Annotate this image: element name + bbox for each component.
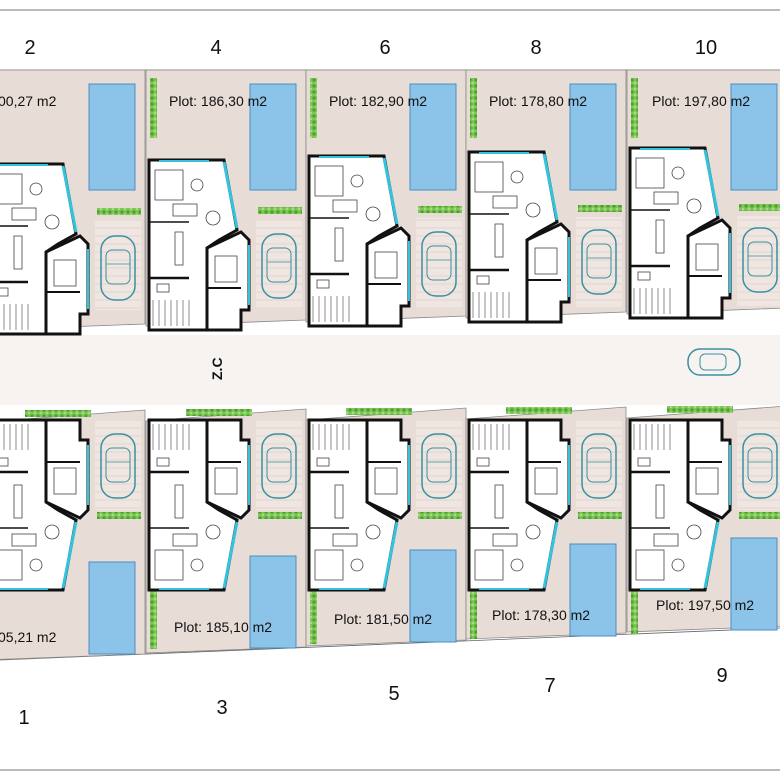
plot-area-bottom-2: Plot: 185,10 m2	[174, 619, 272, 635]
plot-area-top-3: Plot: 182,90 m2	[329, 93, 427, 109]
hedge	[470, 78, 477, 138]
parked-car	[421, 231, 457, 297]
parked-car	[742, 433, 778, 499]
house-plan	[467, 150, 571, 324]
parked-car	[421, 433, 457, 499]
plot-number-bottom-4: 7	[544, 675, 555, 697]
plot-area-bottom-4: Plot: 178,30 m2	[492, 607, 590, 623]
plot-top-4	[465, 69, 627, 324]
plot-bottom-2	[145, 408, 307, 654]
street-label: Z.C	[209, 357, 225, 380]
pool	[409, 549, 457, 643]
plot-area-bottom-1: 05,21 m2	[0, 629, 57, 645]
house-plan	[0, 418, 90, 592]
driveway	[416, 420, 462, 510]
hedge	[97, 512, 141, 519]
pool	[88, 561, 136, 655]
parked-car	[261, 233, 297, 299]
house-plan	[147, 418, 251, 592]
pool	[569, 543, 617, 637]
parked-car	[100, 235, 136, 301]
pool	[409, 83, 457, 191]
street	[0, 335, 780, 405]
hedge	[578, 512, 622, 519]
hedge	[631, 576, 638, 634]
hedge	[97, 208, 141, 215]
plot-area-top-4: Plot: 178,80 m2	[489, 93, 587, 109]
house-plan	[0, 162, 90, 336]
house-plan	[628, 146, 732, 320]
house-plan	[467, 418, 571, 592]
pool	[569, 83, 617, 191]
driveway	[95, 220, 141, 310]
hedge	[418, 206, 462, 213]
hedge	[258, 207, 302, 214]
plot-number-top-4: 8	[530, 37, 541, 59]
hedge	[739, 512, 780, 519]
driveway	[737, 216, 780, 306]
hedge	[418, 512, 462, 519]
driveway	[416, 218, 462, 308]
hedge	[310, 586, 317, 644]
plot-top-1	[0, 69, 146, 336]
street-car	[687, 348, 741, 376]
driveway	[256, 219, 302, 309]
plot-area-bottom-3: Plot: 181,50 m2	[334, 611, 432, 627]
plot-area-top-5: Plot: 197,80 m2	[652, 93, 750, 109]
plot-top-5	[626, 69, 780, 320]
plot-bottom-5	[626, 406, 780, 634]
hedge	[258, 512, 302, 519]
plot-area-top-2: Plot: 186,30 m2	[169, 93, 267, 109]
pool	[88, 83, 136, 191]
parked-car	[742, 227, 778, 293]
hedge	[631, 78, 638, 138]
plot-bottom-3	[305, 407, 467, 647]
hedge	[739, 204, 780, 211]
pool	[249, 83, 297, 191]
house-plan	[307, 154, 411, 328]
pool	[249, 555, 297, 649]
plot-number-bottom-3: 5	[388, 683, 399, 705]
driveway	[576, 217, 622, 307]
parked-car	[261, 433, 297, 499]
house-plan	[307, 418, 411, 592]
plot-number-top-2: 4	[210, 37, 221, 59]
plot-number-top-1: 2	[24, 37, 35, 59]
hedge	[25, 410, 91, 417]
plot-top-2	[145, 69, 307, 332]
parked-car	[581, 229, 617, 295]
plot-area-top-1: 00,27 m2	[0, 93, 57, 109]
plot-area-bottom-5: Plot: 197,50 m2	[656, 597, 754, 613]
hedge	[578, 205, 622, 212]
plot-top-3	[305, 69, 467, 328]
driveway	[576, 420, 622, 510]
hedge	[346, 408, 412, 415]
pool	[730, 537, 778, 631]
parked-car	[581, 433, 617, 499]
hedge	[150, 78, 157, 138]
house-plan	[147, 158, 251, 332]
plot-number-top-3: 6	[379, 37, 390, 59]
house-plan	[628, 418, 732, 592]
driveway	[256, 420, 302, 510]
plot-number-bottom-2: 3	[216, 697, 227, 719]
hedge	[186, 409, 252, 416]
hedge	[310, 78, 317, 138]
hedge	[150, 591, 157, 649]
driveway	[737, 420, 780, 510]
hedge	[506, 407, 572, 414]
plot-bottom-1	[0, 409, 146, 660]
plot-number-bottom-1: 1	[18, 707, 29, 729]
plot-bottom-4	[465, 406, 627, 640]
hedge	[667, 406, 733, 413]
driveway	[95, 420, 141, 510]
hedge	[470, 581, 477, 639]
pool	[730, 83, 778, 191]
parked-car	[100, 433, 136, 499]
plot-number-bottom-5: 9	[716, 665, 727, 687]
plot-number-top-5: 10	[695, 37, 717, 59]
